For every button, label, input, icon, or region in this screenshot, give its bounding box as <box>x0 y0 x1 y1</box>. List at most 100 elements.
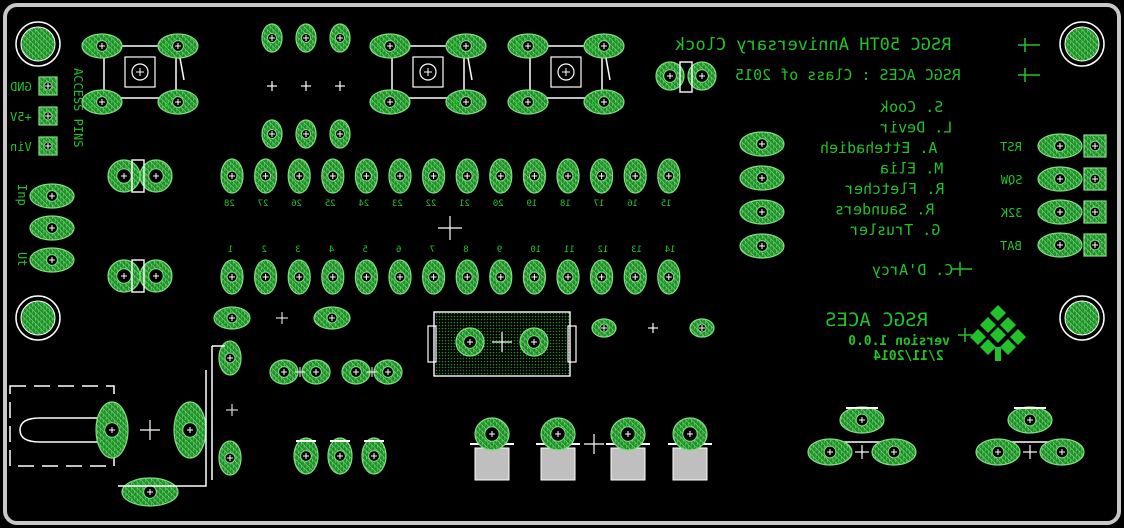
transistor-pad <box>540 417 576 451</box>
switch-pad <box>369 33 411 59</box>
ic-pin-pad <box>623 259 647 295</box>
ic-pin-pad <box>321 259 345 295</box>
jack-pad <box>121 477 179 507</box>
switch-pin-label: 1 <box>376 41 383 54</box>
transistor <box>470 417 514 481</box>
rtc-pin-pad <box>1037 133 1083 159</box>
ic-pin-number: 20 <box>493 199 504 209</box>
ic-pin-number: 11 <box>564 245 575 255</box>
ic-pin-number: 10 <box>530 245 541 255</box>
ic-socket: 2812722632542452362272182091910181117121… <box>220 158 681 295</box>
ic-pin-number: 28 <box>224 199 235 209</box>
access-pin-pad <box>38 76 58 96</box>
rtc-pin-label: BAT <box>1000 239 1022 253</box>
ic-pin-pad <box>455 259 479 295</box>
rtc-pin-label: 32K <box>1000 206 1022 220</box>
ic-pin-number: 26 <box>291 199 302 209</box>
diode <box>341 359 403 385</box>
capacitor-pad <box>687 61 717 91</box>
diode <box>269 359 331 385</box>
regulator-pad <box>839 406 885 434</box>
switch-pad <box>445 33 487 59</box>
crystal <box>107 259 173 293</box>
school-logo-icon <box>958 305 1026 361</box>
ic-pin-number: 8 <box>463 245 468 255</box>
jack-pad <box>95 401 129 459</box>
jack-pad <box>173 401 207 459</box>
switch-pin-label: 3 <box>376 97 383 110</box>
ic-pin-number: 27 <box>258 199 269 209</box>
switch-pin-label: 4 <box>452 97 459 110</box>
ic-pin-number: 14 <box>665 245 676 255</box>
ic-pin-pad <box>354 158 378 194</box>
version-text: version 1.0.0 <box>848 334 950 349</box>
ic-pin-number: 21 <box>459 199 470 209</box>
ic-pin-number: 18 <box>560 199 571 209</box>
team-member-name: A. Ettehadieh <box>820 139 937 157</box>
crystal-pad <box>107 259 141 293</box>
ic-pin-pad <box>556 158 580 194</box>
ic-pin-number: 15 <box>661 199 672 209</box>
regulator-pad <box>1007 406 1053 434</box>
ic-pin-number: 25 <box>325 199 336 209</box>
switch-pin-label: 4 <box>88 41 95 54</box>
header-pad <box>329 119 351 149</box>
header-pad <box>295 119 317 149</box>
ic-pin-number: 5 <box>362 245 367 255</box>
team-member-name: R. Fletcher <box>845 180 944 198</box>
power-jack <box>9 370 207 507</box>
regulator-pad <box>1039 438 1085 466</box>
ic-pin-pad <box>287 259 311 295</box>
header-pad <box>295 23 317 53</box>
title-mark-1 <box>1018 38 1040 82</box>
ic-pin-number: 4 <box>329 245 334 255</box>
led-pad <box>591 318 617 338</box>
pin-pad <box>739 199 785 225</box>
resistor-pad <box>218 340 242 376</box>
ceramic-capacitor-pad <box>293 437 319 475</box>
credit-name: C. D'Arcy <box>872 261 953 279</box>
voltage-regulator <box>807 406 917 466</box>
transistor <box>668 417 712 481</box>
ic-pin-number: 19 <box>526 199 537 209</box>
rtc-pin-square-pad <box>1083 134 1107 158</box>
switch-pin-label: 3 <box>514 97 521 110</box>
ic-pin-pad <box>623 158 647 194</box>
ic-pin-pad <box>489 259 513 295</box>
ic-pin-number: 13 <box>631 245 642 255</box>
led-pad <box>689 318 715 338</box>
rtc-pin-label: RST <box>1000 140 1022 154</box>
buzzer-pad <box>519 327 549 357</box>
ic-pin-number: 9 <box>497 245 502 255</box>
ic-pin-number: 3 <box>295 245 300 255</box>
diode-pad <box>373 359 403 385</box>
ic-pin-pad <box>556 259 580 295</box>
ceramic-capacitor <box>293 437 319 475</box>
access-pins-label: ACCESS PINS <box>71 68 85 147</box>
crystal-pad <box>139 159 173 193</box>
switch-pad <box>81 33 123 59</box>
diode-pad <box>301 359 331 385</box>
crystal <box>107 159 173 193</box>
switch-pin-label: 1 <box>164 97 171 110</box>
transistor <box>536 417 580 481</box>
team-member-name: M. Elia <box>880 160 943 178</box>
switch-pad <box>157 33 199 59</box>
rtc-pin-pad <box>1037 199 1083 225</box>
header-pad <box>261 23 283 53</box>
pin-pad <box>29 215 75 241</box>
mounting-holes <box>15 21 1105 341</box>
switch-pin-label: 1 <box>514 41 521 54</box>
logo-title: RSGC ACES <box>825 309 928 331</box>
rtc-pin-square-pad <box>1083 167 1107 191</box>
ic-pin-pad <box>589 259 614 295</box>
header-pad <box>329 23 351 53</box>
access-pin-pad <box>38 106 58 126</box>
header-pad <box>261 119 283 149</box>
ceramic-capacitor-pad <box>361 437 387 475</box>
components <box>9 23 1085 507</box>
transistor-pad <box>610 417 646 451</box>
